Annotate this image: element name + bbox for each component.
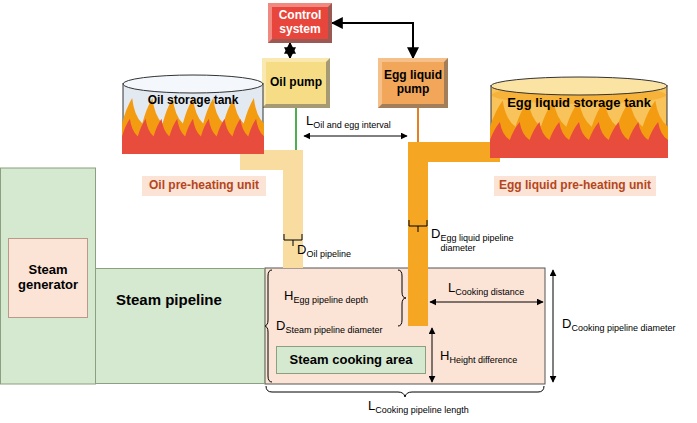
preheat-unit: Egg liquid pre-heating unit: [494, 176, 656, 196]
tank-top: [123, 75, 263, 93]
egg-feed-line: [417, 108, 419, 142]
oil-feed-line: [295, 108, 297, 150]
tank-outline: [122, 74, 264, 154]
pump-box: Egg liquid pump: [378, 58, 448, 108]
dimension-symbol: L: [306, 113, 313, 128]
dimension-label: DEgg liquid pipeline diameter: [431, 226, 532, 253]
node-label: Steam generator: [13, 263, 83, 293]
egg-depth-brace: [398, 270, 406, 326]
dimension-subscript: Egg liquid pipeline diameter: [440, 233, 532, 253]
interval-dimension: [304, 136, 407, 137]
node-label: Steam cooking area: [290, 353, 413, 368]
dimension-label: LCooking distance: [448, 280, 524, 297]
dimension-symbol: L: [368, 398, 375, 413]
node-label: Egg liquid pump: [384, 69, 442, 97]
node-label: Egg liquid pre-heating unit: [499, 179, 651, 193]
height-dimension: [432, 328, 433, 382]
dimension-subscript: Steam pipeline diameter: [285, 325, 382, 335]
generator-housing: [1, 168, 96, 384]
control-connector: [289, 43, 291, 58]
dimension-subscript: Oil and egg interval: [313, 120, 391, 130]
node-label: Egg liquid storage tank: [507, 96, 651, 111]
dimension-symbol: H: [284, 288, 293, 303]
dimension-label: HEgg pipeline depth: [284, 288, 368, 305]
generator-box: Steam generator: [8, 238, 88, 318]
node-label: Steam pipeline: [116, 291, 222, 308]
egg-diameter-bracket: [409, 220, 427, 232]
flame-inner: [122, 119, 264, 154]
dimension-label: LOil and egg interval: [306, 113, 391, 130]
flame-inner: [490, 122, 668, 158]
cooking-area-box: Steam cooking area: [276, 346, 426, 374]
pipeline-box: Steam pipeline: [95, 268, 265, 384]
dimension-subscript: Height difference: [449, 355, 517, 365]
dimension-label: LCooking pipeline length: [368, 398, 469, 415]
node-label: Control system: [274, 9, 326, 37]
dimension-label: DOil pipeline: [297, 242, 351, 259]
dimension-symbol: D: [297, 242, 306, 257]
dimension-subscript: Cooking pipeline diameter: [571, 323, 675, 333]
dimension-subscript: Cooking pipeline length: [375, 405, 469, 415]
dimension-label: HHeight difference: [440, 348, 517, 365]
storage-tank: Oil storage tank: [122, 74, 264, 154]
dimension-subscript: Oil pipeline: [306, 249, 351, 259]
length-brace: [266, 386, 544, 397]
dimension-symbol: H: [440, 348, 449, 363]
storage-tank: Egg liquid storage tank: [490, 76, 668, 158]
tank-top: [491, 77, 667, 95]
node-label: Oil storage tank: [148, 94, 239, 108]
dimension-symbol: D: [562, 316, 571, 331]
oil-pipe: [240, 150, 303, 268]
dimension-subscript: Cooking distance: [455, 287, 524, 297]
dimension-label: DSteam pipeline diameter: [276, 318, 382, 335]
cooking-pipeline: [265, 268, 545, 384]
node-label: Oil pre-heating unit: [149, 179, 259, 193]
pump-box: Oil pump: [262, 58, 330, 108]
distance-dimension: [430, 302, 543, 303]
dimension-subscript: Egg pipeline depth: [293, 295, 368, 305]
node-label: Oil pump: [270, 76, 322, 90]
dimension-symbol: D: [431, 226, 440, 241]
dimension-symbol: L: [448, 280, 455, 295]
steam-diameter-brace: [264, 270, 272, 382]
dimension-symbol: D: [276, 318, 285, 333]
preheat-unit: Oil pre-heating unit: [142, 176, 266, 196]
diameter-dimension: [553, 270, 554, 382]
tank-outline: [490, 76, 668, 158]
control-connector: [332, 23, 413, 58]
control-box: Control system: [268, 3, 332, 43]
dimension-label: DCooking pipeline diameter: [562, 316, 675, 333]
